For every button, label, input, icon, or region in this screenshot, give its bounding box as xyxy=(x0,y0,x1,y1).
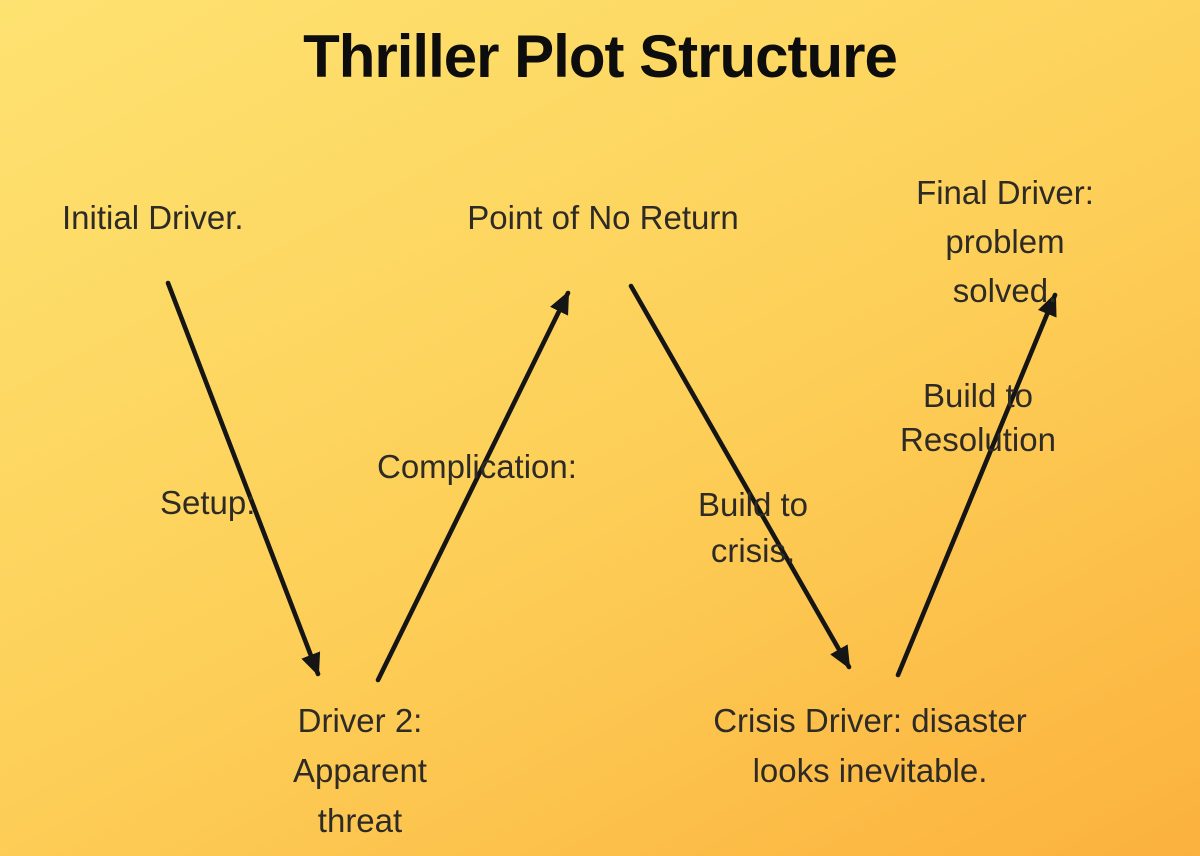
edge-label-setup: Setup: xyxy=(160,484,256,521)
node-driver-2: Driver 2: Apparent threat xyxy=(293,702,427,839)
page-title: Thriller Plot Structure xyxy=(303,23,898,90)
node-initial-driver: Initial Driver. xyxy=(62,199,244,236)
node-crisis-driver: Crisis Driver: disaster looks inevitable… xyxy=(713,702,1027,789)
edge-label-complication: Complication: xyxy=(377,448,577,485)
arrow-build-to-resolution xyxy=(895,292,1058,678)
arrow-complication xyxy=(375,290,571,683)
edge-label-build-to-resolution: Build to Resolution xyxy=(900,377,1056,458)
node-final-driver: Final Driver: problem solved. xyxy=(916,174,1094,309)
arrow-setup xyxy=(165,280,321,677)
node-point-of-no-return: Point of No Return xyxy=(467,199,739,236)
edge-label-build-to-crisis: Build to crisis. xyxy=(697,486,809,569)
arrow-build-to-crisis xyxy=(628,283,852,670)
